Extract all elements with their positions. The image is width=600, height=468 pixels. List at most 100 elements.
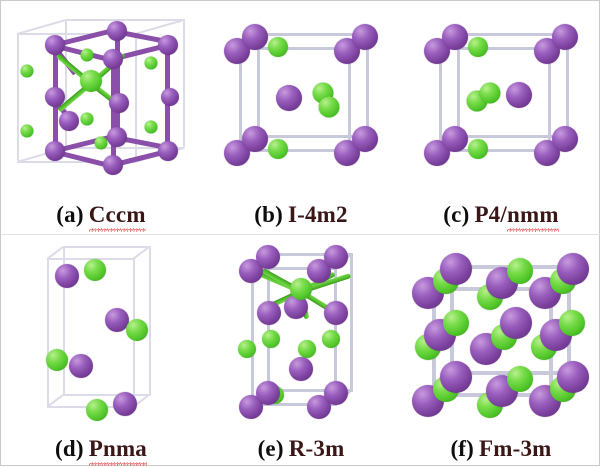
atom-purple [506, 81, 532, 108]
atom-green [20, 64, 34, 77]
atom-purple [352, 125, 378, 152]
panel-e-r-3m: (e)R-3m [201, 235, 401, 468]
unit-cell-wireframe-a [13, 15, 189, 179]
atom-green [468, 36, 488, 57]
atom-purple [557, 252, 589, 285]
atom-green [318, 96, 340, 117]
atom-purple [158, 34, 178, 55]
atom-green [80, 48, 94, 61]
atom-purple [45, 34, 65, 55]
panel-d-stage [1, 235, 201, 426]
atom-purple [352, 23, 378, 50]
panel-a-tag: (a) [56, 202, 84, 227]
atom-green [290, 277, 312, 300]
atom-purple [324, 300, 348, 325]
panel-a-cccm: (a)Cccm [1, 1, 201, 234]
panel-e-stage [201, 235, 401, 426]
atom-purple [256, 380, 280, 405]
panel-c-tag: (c) [443, 202, 470, 227]
atom-green [126, 318, 148, 341]
panel-f-structure [412, 245, 589, 418]
panel-a-stage [1, 1, 201, 192]
atom-green [46, 348, 68, 371]
atom-purple [107, 126, 127, 147]
panel-d-structure [39, 240, 163, 422]
atom-purple [257, 300, 281, 325]
atom-purple [552, 23, 578, 50]
panel-c-caption: (c)P4/nmm [401, 200, 600, 232]
atom-purple [45, 140, 65, 161]
panel-a-caption: (a)Cccm [1, 200, 201, 232]
unit-cell-wireframe-b [225, 23, 377, 171]
panel-c-spacegroup: P4/nmm [474, 200, 559, 232]
panel-c-structure [424, 23, 578, 171]
panel-b-tag: (b) [254, 202, 283, 227]
atom-purple [69, 353, 93, 378]
atom-green [86, 398, 108, 421]
atom-purple [107, 20, 127, 41]
atom-purple [442, 125, 468, 152]
atom-green [507, 365, 533, 392]
atom-purple [440, 252, 472, 285]
panel-c-spacegroup-suffix: nmm [506, 200, 559, 232]
atom-purple [55, 263, 79, 288]
panel-b-caption: (b)I-4m2 [201, 200, 401, 230]
panel-b-spacegroup: I-4m2 [287, 202, 348, 227]
atom-green [507, 257, 533, 284]
atom-purple [103, 48, 123, 69]
atom-purple [440, 360, 472, 393]
panel-c-stage [401, 1, 600, 192]
panel-e-caption: (e)R-3m [201, 434, 401, 464]
panel-d-spacegroup: Pnma [88, 434, 148, 466]
atom-purple [500, 306, 532, 339]
atom-purple [276, 84, 302, 111]
panel-f-tag: (f) [450, 436, 475, 461]
panel-d-pnma: (d)Pnma [1, 235, 201, 468]
atom-purple [289, 356, 313, 381]
panel-e-tag: (e) [257, 436, 284, 461]
atom-green [468, 138, 488, 159]
panel-c-spacegroup-prefix: P4/ [474, 202, 507, 227]
panel-b-stage [201, 1, 401, 192]
atom-green [80, 112, 94, 125]
panel-b-structure [224, 23, 378, 171]
panel-f-spacegroup: Fm-3m [479, 436, 552, 461]
atom-purple [442, 23, 468, 50]
atom-green [322, 329, 340, 348]
atom-purple [59, 110, 79, 131]
panel-a-structure [13, 15, 189, 179]
figure-row-top: (a)Cccm [1, 1, 600, 234]
panel-f-stage [401, 235, 600, 426]
atom-green [298, 339, 316, 358]
atom-purple [105, 307, 129, 332]
atom-purple [109, 92, 129, 113]
atom-purple [158, 140, 178, 161]
atom-green [94, 136, 108, 149]
atom-purple [324, 380, 348, 405]
atom-green [268, 138, 288, 159]
atom-purple [256, 244, 280, 269]
unit-cell-wireframe-c [425, 23, 577, 171]
atom-purple [113, 391, 137, 416]
atom-purple [45, 86, 65, 107]
atom-green [262, 329, 280, 348]
figure-row-bottom: (d)Pnma [1, 234, 600, 468]
atom-green [20, 124, 34, 137]
atom-green [479, 82, 501, 103]
atom-green [144, 56, 158, 69]
panel-d-tag: (d) [54, 436, 84, 461]
atom-green [268, 36, 288, 57]
atom-purple [557, 360, 589, 393]
panel-b-i-4m2: (b)I-4m2 [201, 1, 401, 234]
panel-e-structure [233, 239, 369, 423]
atom-purple [242, 125, 268, 152]
panel-f-caption: (f)Fm-3m [401, 434, 600, 464]
atom-green [80, 69, 102, 92]
atom-purple [552, 125, 578, 152]
atom-purple [161, 87, 179, 106]
atom-green [238, 339, 256, 358]
atom-purple [103, 154, 123, 175]
atom-green [84, 258, 106, 281]
atom-green [144, 120, 158, 133]
